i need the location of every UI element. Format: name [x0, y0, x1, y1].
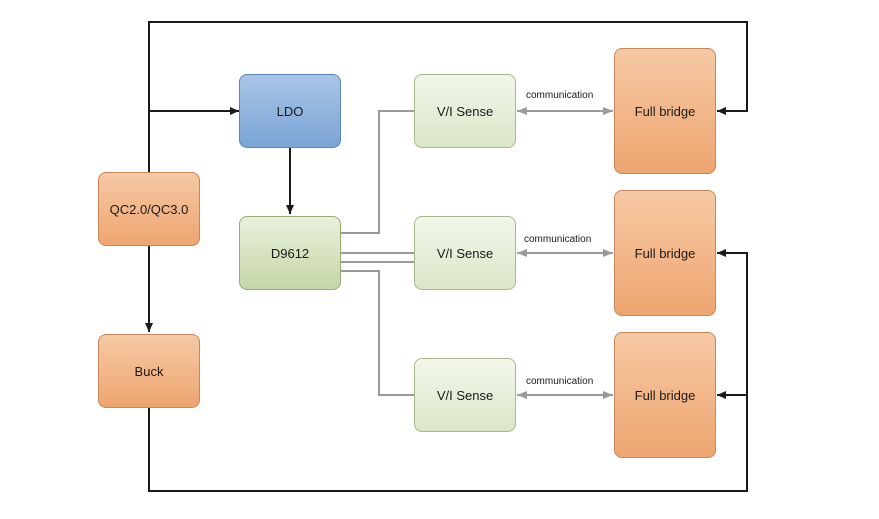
d9612-to-vi3-line [341, 270, 414, 396]
buck-block: Buck [98, 334, 200, 408]
communication-label-3: communication [526, 376, 594, 387]
communication-label-1: communication [526, 90, 594, 101]
full-bridge-block-2: Full bridge [614, 190, 716, 316]
vi-sense-block-1: V/I Sense [414, 74, 516, 148]
vi-sense-block-2: V/I Sense [414, 216, 516, 290]
communication-label-2: communication [524, 234, 592, 245]
bottom-feedback-line [148, 249, 748, 492]
d9612-block: D9612 [239, 216, 341, 290]
qc-block: QC2.0/QC3.0 [98, 172, 200, 246]
ldo-block: LDO [239, 74, 341, 148]
top-feedback-line [148, 21, 748, 172]
full-bridge-block-1: Full bridge [614, 48, 716, 174]
d9612-to-vi1-line [341, 110, 414, 234]
vi-sense-block-3: V/I Sense [414, 358, 516, 432]
full-bridge-block-3: Full bridge [614, 332, 716, 458]
